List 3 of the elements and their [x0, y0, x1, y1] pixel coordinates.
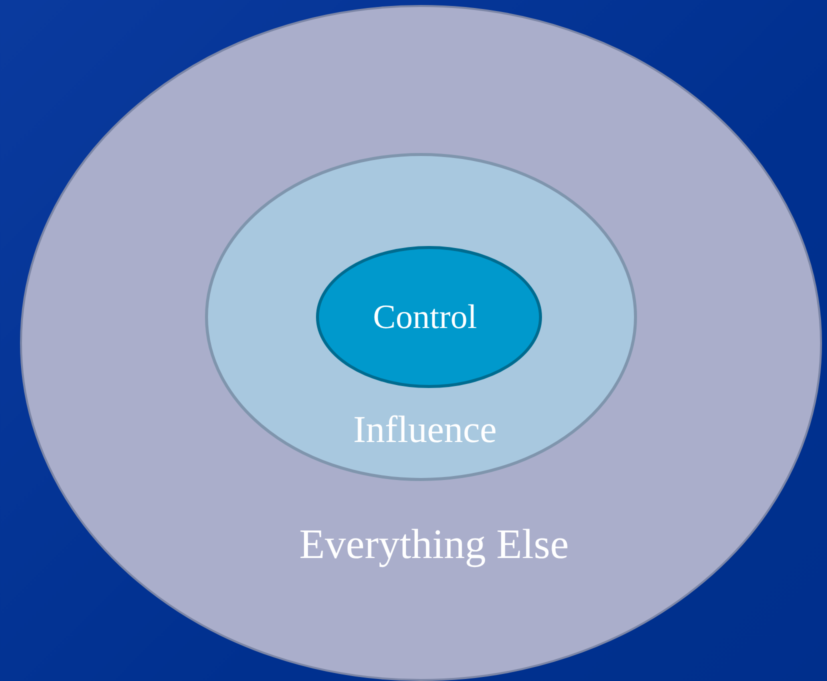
region-label: Everything Else — [299, 524, 569, 566]
region-label: Control — [373, 301, 477, 335]
region-label: Influence — [353, 411, 497, 449]
